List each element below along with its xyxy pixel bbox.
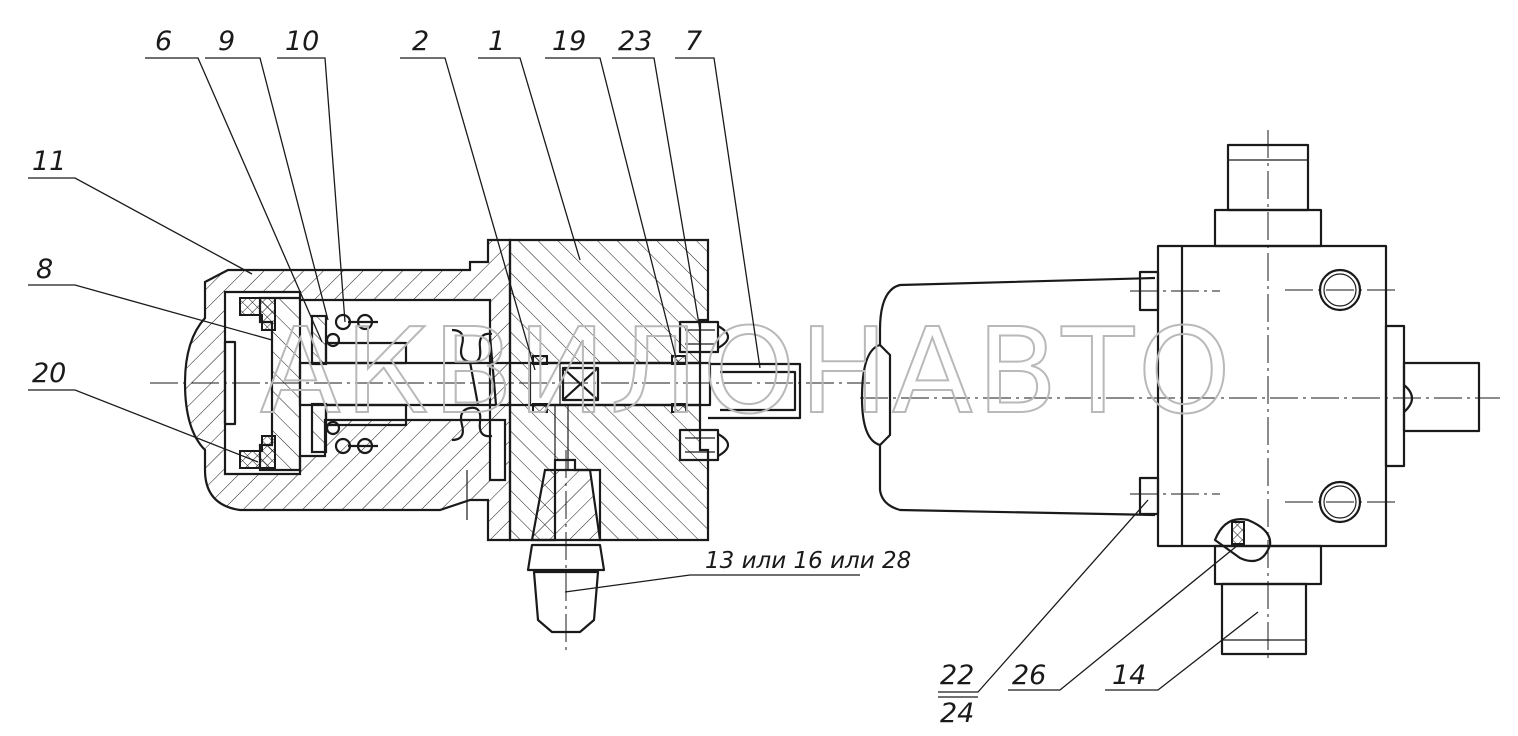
callout-22: 22 (940, 660, 974, 691)
mount-hole-bottom-inner (1323, 485, 1357, 519)
callout-14: 14 (1112, 660, 1146, 691)
spring-seat-upper (324, 341, 408, 365)
callout-1: 1 (488, 26, 505, 57)
leader-lines (28, 57, 1259, 698)
callout-7: 7 (685, 26, 702, 57)
callout-13: 13 или 16 или 28 (705, 548, 911, 574)
mount-hole-top-inner (1323, 273, 1357, 307)
piston-face (223, 340, 237, 426)
callout-labels: 6 9 10 2 1 19 23 7 11 8 20 13 или 16 или… (32, 26, 1146, 729)
callout-24: 24 (940, 698, 974, 729)
exterior-pusher (1402, 361, 1481, 433)
callout-19: 19 (552, 26, 586, 57)
stem-notch (561, 366, 600, 402)
port-bottom-nut-14 (1220, 582, 1308, 656)
exterior-pusher-cap (1403, 384, 1414, 413)
screw-23 (678, 320, 730, 462)
cap-notch (879, 344, 892, 446)
exterior-view (860, 130, 1500, 660)
pusher-7 (708, 362, 802, 420)
fitting-13 (526, 405, 606, 650)
spring-seat-lower (324, 403, 408, 427)
callout-26: 26 (1012, 660, 1046, 691)
o-ring-19-c (671, 355, 687, 365)
spring-10 (325, 313, 378, 455)
watermark: АКВИЛОНАВТО (260, 302, 1235, 440)
callout-23: 23 (618, 26, 652, 57)
callout-9: 9 (218, 26, 235, 57)
spring-inner (451, 328, 498, 442)
breakout-section (1213, 518, 1272, 563)
pin-26 (1231, 521, 1245, 545)
callout-8: 8 (36, 254, 53, 285)
callout-11: 11 (32, 146, 66, 177)
callout-6: 6 (155, 26, 172, 57)
o-ring-19-b (532, 403, 548, 413)
exterior-boss (1384, 324, 1406, 468)
callout-2: 2 (412, 26, 429, 57)
callout-10: 10 (285, 26, 319, 57)
seal-lower-20 (239, 435, 276, 469)
seal-upper-20 (239, 297, 276, 331)
sectional-view (150, 238, 870, 650)
o-ring-19-a (532, 355, 548, 365)
callout-20: 20 (32, 358, 66, 389)
o-ring-19-d (671, 403, 687, 413)
port-top-nut (1226, 143, 1310, 212)
bolt-22-bottom (1138, 476, 1160, 516)
exterior-cap (860, 276, 1156, 517)
stem-2 (298, 361, 712, 407)
